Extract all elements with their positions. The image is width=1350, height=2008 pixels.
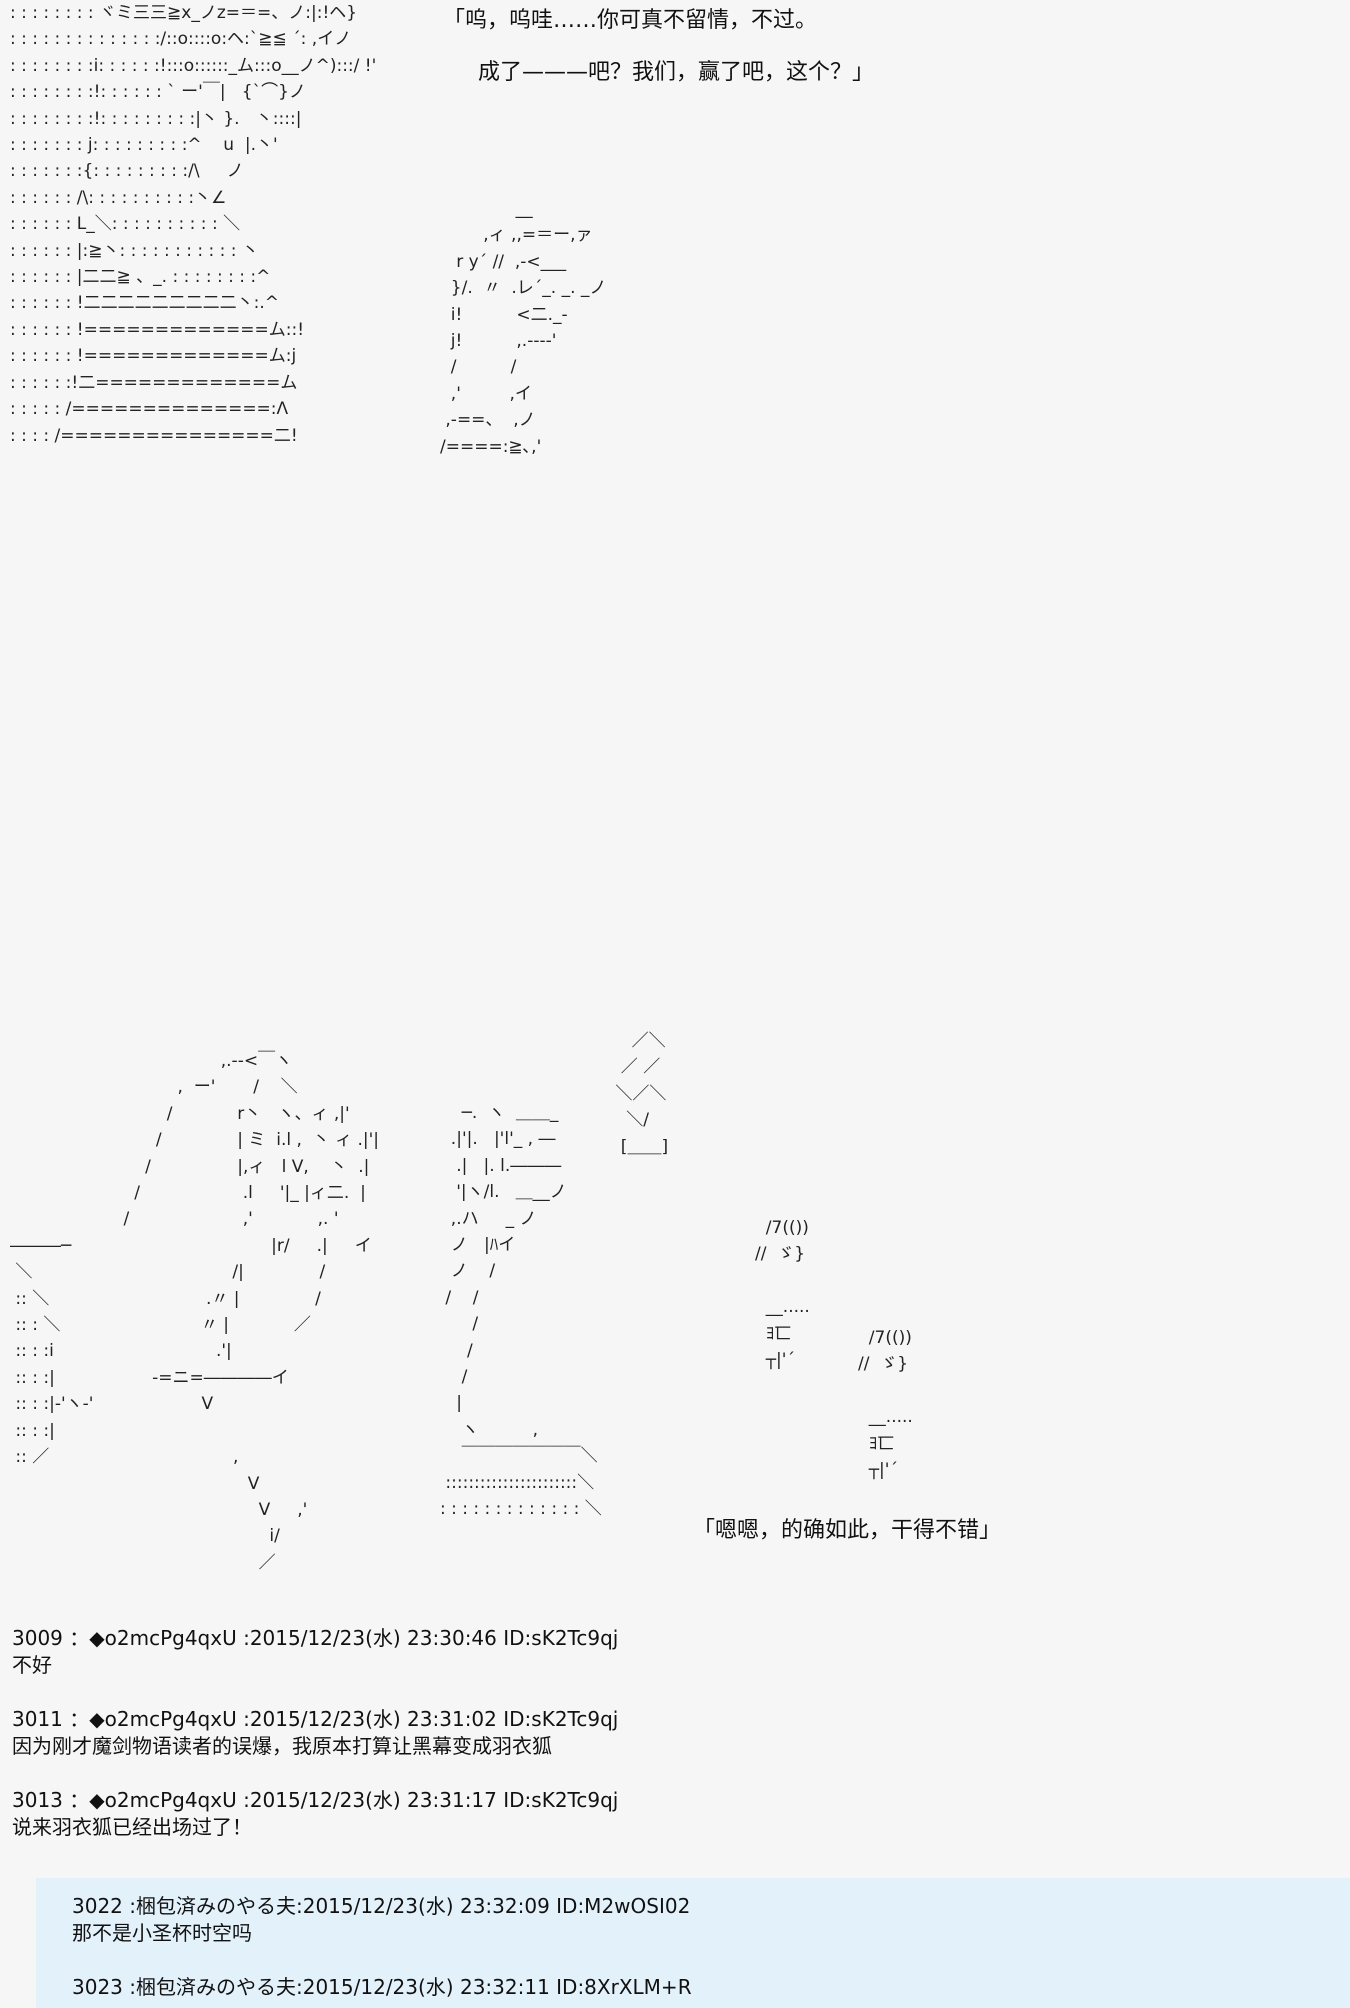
ascii-art-sfx-1: /7(()) // ゞ} __..... ﾖ匸 ┬|'´ xyxy=(755,1218,810,1371)
ascii-art-sfx-2: /7(()) // ゞ} __..... ﾖ匸 ┬|'´ xyxy=(858,1328,913,1481)
post-body: 不好 xyxy=(12,1653,52,1677)
ascii-art-scene-lower-right: ─. ヽ ＿＿_ .|'|. |'l'_ , ― .| |. l.――― '|ヽ… xyxy=(440,1103,602,1520)
post-header: 3009 ：◆o2mcPg4qxU :2015/12/23(水) 23:30:4… xyxy=(12,1626,619,1650)
dialog-line-3: 「嗯嗯，的确如此，干得不错」 xyxy=(693,1518,1002,1543)
post-header: 3011 ：◆o2mcPg4qxU :2015/12/23(水) 23:31:0… xyxy=(12,1707,619,1731)
dialog-line-2: 成了———吧？我们，赢了吧，这个？」 xyxy=(478,60,875,85)
ascii-art-character-top: : : : : : : : : ヾミ三三≧x_ノz=＝=、ノ:|:!ヘ} : :… xyxy=(10,3,377,446)
post-body: 说来羽衣狐已经出场过了！ xyxy=(12,1815,252,1839)
post-header: 3022 :梱包済みのやる夫:2015/12/23(水) 23:32:09 ID… xyxy=(72,1894,691,1918)
dialog-line-1: 「呜，呜哇……你可真不留情，不过。 xyxy=(443,8,818,33)
post-header: 3023 :梱包済みのやる夫:2015/12/23(水) 23:32:11 ID… xyxy=(72,1975,692,1999)
post-header: 3013 ：◆o2mcPg4qxU :2015/12/23(水) 23:31:1… xyxy=(12,1788,619,1812)
post-body: 那不是小圣杯时空吗 xyxy=(72,1921,252,1945)
post-body: 因为刚才魔剑物语读者的误爆，我原本打算让黑幕变成羽衣狐 xyxy=(12,1734,552,1758)
ascii-art-box-icon: ／＼ ／ ／ ＼／＼ ＼/ [＿＿] xyxy=(615,1031,669,1157)
ascii-art-scene-lower: ,.--<￣ヽ , ー' / ＼ / r丶 ヽ、ィ ,|' / | ミ i.l … xyxy=(10,1051,380,1573)
quoted-replies-box: 3022 :梱包済みのやる夫:2015/12/23(水) 23:32:09 ID… xyxy=(36,1878,1350,2008)
ascii-art-hand-top: __ ,ィ ,,=＝ー,ァ r y´ // ,-<___ }/. 〃 .レ´_.… xyxy=(440,199,607,457)
